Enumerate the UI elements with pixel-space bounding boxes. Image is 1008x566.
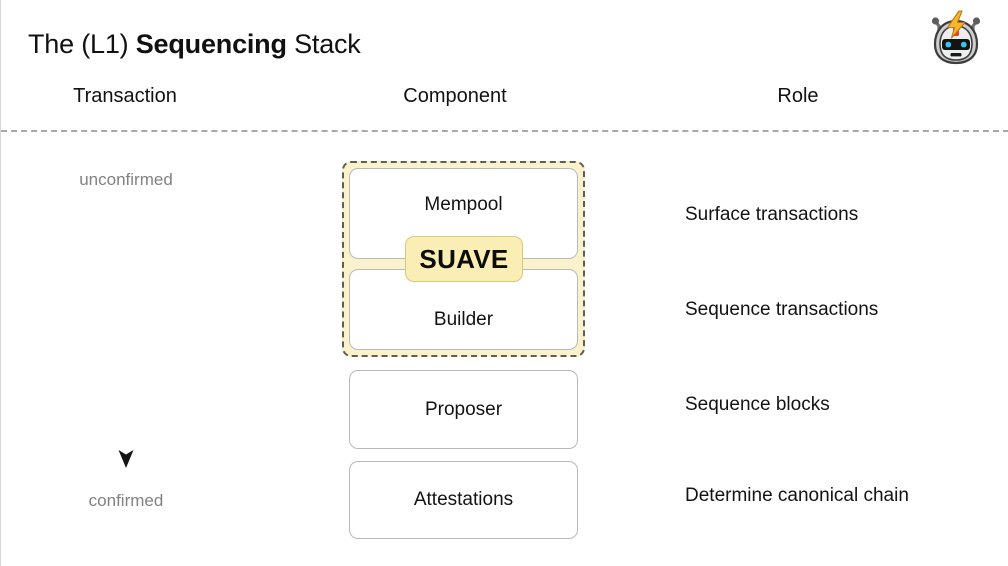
column-header-transaction: Transaction <box>73 85 177 107</box>
role-text-attestations: Determine canonical chain <box>685 485 909 506</box>
component-box-attestations[interactable]: Attestations <box>349 461 578 539</box>
role-text-mempool: Surface transactions <box>685 204 859 225</box>
component-box-mempool-label: Mempool <box>424 193 503 215</box>
column-header-role: Role <box>777 85 819 107</box>
component-box-proposer[interactable]: Proposer <box>349 370 578 449</box>
downward-flow-arrow-icon <box>96 196 156 476</box>
flashbots-robot-logo-icon <box>928 10 984 68</box>
flow-label-unconfirmed: unconfirmed <box>79 170 173 189</box>
page-title-emphasis: Sequencing <box>135 29 287 59</box>
column-header-component: Component <box>403 85 507 107</box>
role-text-proposer: Sequence blocks <box>685 394 830 415</box>
component-box-attestations-label: Attestations <box>413 489 514 510</box>
suave-badge-label: SUAVE <box>419 243 509 274</box>
component-box-builder-label: Builder <box>433 308 494 330</box>
component-box-builder[interactable]: Builder <box>349 269 578 350</box>
flow-label-confirmed: confirmed <box>88 491 164 510</box>
suave-badge[interactable]: SUAVE <box>405 236 523 282</box>
page-title-trail: Stack <box>286 29 361 59</box>
role-text-builder: Sequence transactions <box>685 299 879 320</box>
component-box-proposer-label: Proposer <box>424 398 503 420</box>
header-divider <box>1 130 1008 132</box>
page-title: The (L1) Sequencing Stack <box>28 24 361 64</box>
page-title-lead: The (L1) <box>28 29 136 59</box>
